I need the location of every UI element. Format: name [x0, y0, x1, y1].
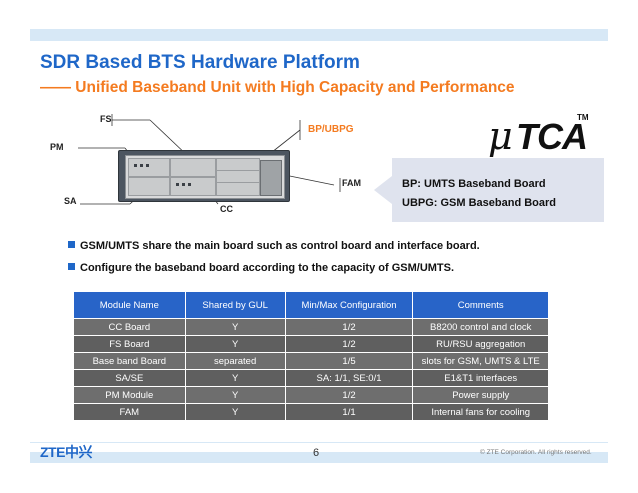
slot-cc-2 — [170, 177, 216, 196]
utca-logo-tca: TCA — [516, 116, 588, 157]
bullet-text: GSM/UMTS share the main board such as co… — [80, 240, 480, 252]
cell-module: Base band Board — [73, 352, 186, 370]
col-module-name: Module Name — [73, 291, 186, 319]
port — [188, 183, 191, 186]
cell-comment: Power supply — [412, 386, 549, 404]
table-row: FS Board Y 1/2 RU/RSU aggregation — [73, 335, 549, 353]
port — [134, 164, 137, 167]
port — [182, 183, 185, 186]
utca-logo-trademark: TM — [577, 113, 589, 122]
cell-comment: Internal fans for cooling — [412, 403, 549, 421]
port — [140, 164, 143, 167]
bullet-item: Configure the baseband board according t… — [68, 262, 454, 274]
table-row: PM Module Y 1/2 Power supply — [73, 386, 549, 404]
cell-config: 1/2 — [284, 318, 414, 336]
cell-config: 1/5 — [284, 352, 414, 370]
callout-arrow — [374, 176, 392, 204]
cell-module: FS Board — [73, 335, 186, 353]
table-row: Base band Board separated 1/5 slots for … — [73, 352, 549, 370]
footer-bar — [30, 452, 608, 463]
cell-module: SA/SE — [73, 369, 186, 387]
slide-subtitle: —— Unified Baseband Unit with High Capac… — [40, 79, 515, 96]
cell-module: PM Module — [73, 386, 186, 404]
port — [146, 164, 149, 167]
slot-bp-3 — [216, 182, 260, 196]
page-number: 6 — [313, 447, 320, 459]
bullet-item: GSM/UMTS share the main board such as co… — [68, 240, 480, 252]
label-pm: PM — [50, 142, 64, 152]
slide-title: SDR Based BTS Hardware Platform — [40, 52, 360, 73]
baseband-callout — [392, 158, 604, 222]
slot-sa — [128, 177, 170, 196]
bullet-square-icon — [68, 241, 75, 248]
bbu-chassis-image — [118, 150, 290, 202]
col-shared-by-gul: Shared by GUL — [184, 291, 286, 319]
cell-comment: slots for GSM, UMTS & LTE — [412, 352, 549, 370]
label-fam: FAM — [342, 178, 361, 188]
callout-bp: BP: UMTS Baseband Board — [402, 178, 546, 190]
bullet-text: Configure the baseband board according t… — [80, 262, 455, 274]
label-bp-ubpg: BP/UBPG — [308, 124, 354, 135]
col-min-max-config: Min/Max Configuration — [284, 291, 414, 319]
table-row: SA/SE Y SA: 1/1, SE:0/1 E1&T1 interfaces — [73, 369, 549, 387]
cell-config: 1/1 — [284, 403, 414, 421]
cell-config: 1/2 — [284, 386, 414, 404]
zte-logo: ZTE中兴 — [40, 444, 92, 460]
cell-comment: E1&T1 interfaces — [412, 369, 549, 387]
cell-config: 1/2 — [284, 335, 414, 353]
col-comments: Comments — [412, 291, 549, 319]
cell-shared: Y — [184, 369, 286, 387]
bullet-square-icon — [68, 263, 75, 270]
port — [176, 183, 179, 186]
cell-shared: Y — [184, 318, 286, 336]
cell-config: SA: 1/1, SE:0/1 — [284, 369, 414, 387]
cell-shared: Y — [184, 386, 286, 404]
utca-logo-mu: μ — [488, 114, 513, 158]
label-cc: CC — [220, 204, 233, 214]
fam-module — [260, 160, 282, 196]
slot-fs — [170, 158, 216, 177]
cell-shared: separated — [184, 352, 286, 370]
footer-divider — [30, 442, 608, 443]
cell-comment: RU/RSU aggregation — [412, 335, 549, 353]
cell-module: CC Board — [73, 318, 186, 336]
module-table: Module Name Shared by GUL Min/Max Config… — [73, 291, 549, 421]
label-fs: FS — [100, 114, 112, 124]
copyright-notice: © ZTE Corporation. All rights reserved. — [480, 449, 592, 456]
chassis-faceplate — [125, 155, 285, 199]
table-row: CC Board Y 1/2 B8200 control and clock — [73, 318, 549, 336]
top-banner-bar — [30, 29, 608, 41]
table-header-row: Module Name Shared by GUL Min/Max Config… — [73, 291, 549, 319]
cell-shared: Y — [184, 403, 286, 421]
cell-comment: B8200 control and clock — [412, 318, 549, 336]
cell-module: FAM — [73, 403, 186, 421]
label-sa: SA — [64, 196, 77, 206]
callout-ubpg: UBPG: GSM Baseband Board — [402, 197, 557, 209]
slot-cc — [128, 158, 170, 177]
cell-shared: Y — [184, 335, 286, 353]
table-row: FAM Y 1/1 Internal fans for cooling — [73, 403, 549, 421]
